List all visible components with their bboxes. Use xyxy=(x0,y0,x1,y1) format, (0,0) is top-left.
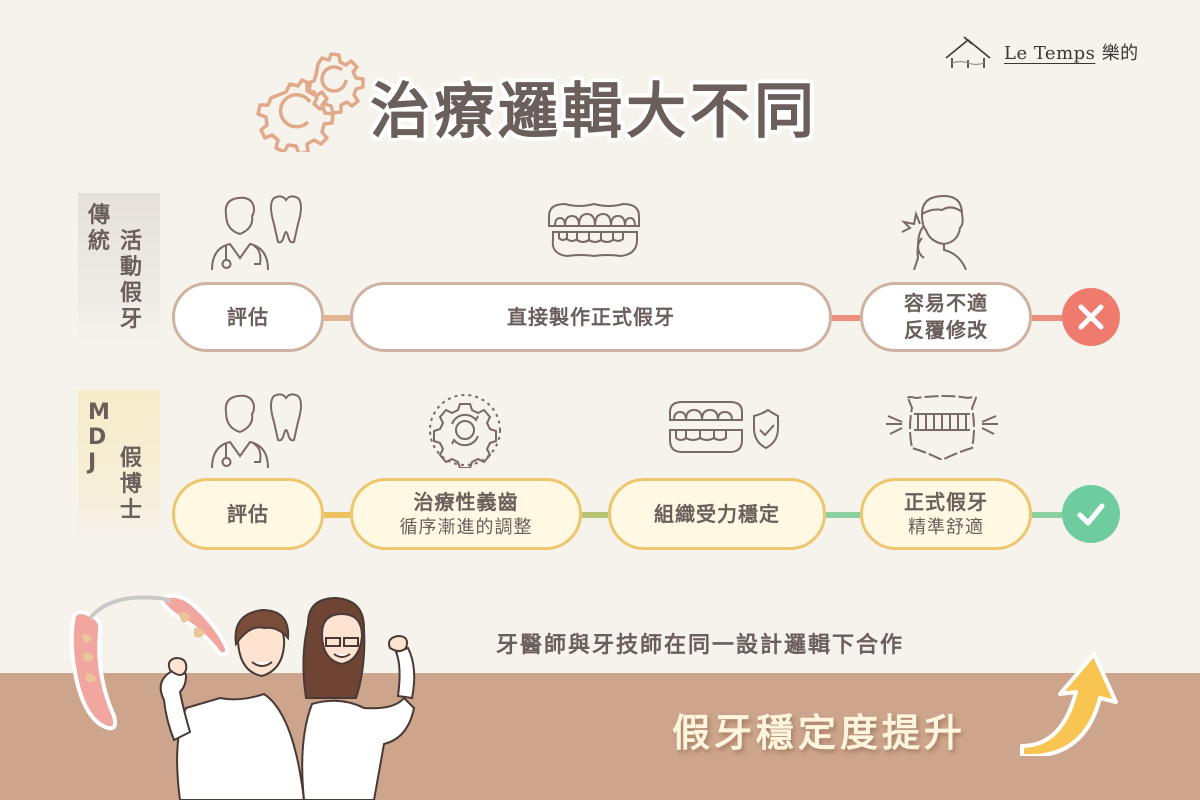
step-evaluate: 評估 xyxy=(172,282,324,352)
toothache-person-icon xyxy=(896,194,980,271)
step-final-denture: 正式假牙 精準舒適 xyxy=(860,478,1032,550)
male-dentist-figure xyxy=(159,608,306,800)
connector xyxy=(324,512,350,518)
brand-name-cn: 樂的 xyxy=(1101,43,1139,64)
step-discomfort: 容易不適 反覆修改 xyxy=(860,282,1032,352)
gear-cycle-icon xyxy=(426,392,504,469)
result-fail-badge xyxy=(1062,288,1120,346)
connector xyxy=(832,315,860,321)
title-block: 治療邏輯大不同 xyxy=(256,52,818,152)
brand-name: Le Temps xyxy=(1004,43,1096,64)
row-label-traditional: 傳 統 活 動 假 牙 xyxy=(78,193,160,343)
connector xyxy=(582,512,608,518)
connector xyxy=(324,315,350,321)
doctor-with-tooth-icon xyxy=(208,192,304,272)
dentists-illustration xyxy=(60,584,480,800)
denture-shield-icon xyxy=(668,400,790,458)
result-success-badge xyxy=(1062,485,1120,543)
page-title: 治療邏輯大不同 xyxy=(370,76,818,147)
gears-icon xyxy=(256,52,365,152)
collaboration-text: 牙醫師與牙技師在同一設計邏輯下合作 xyxy=(496,633,905,658)
check-icon xyxy=(1077,503,1105,526)
step-evaluate: 評估 xyxy=(172,478,324,550)
step-direct-fabrication: 直接製作正式假牙 xyxy=(350,282,832,352)
connector xyxy=(1032,315,1062,321)
doctor-with-tooth-icon xyxy=(208,390,304,470)
partial-denture-image xyxy=(69,593,230,731)
female-dentist-figure xyxy=(301,596,416,800)
row-label-mdj: M D J 假 博 士 xyxy=(78,390,160,538)
upward-arrow-icon xyxy=(1020,652,1118,756)
denture-icon xyxy=(545,198,643,260)
brand-logo: Le Temps 樂的 xyxy=(942,34,1139,70)
connector xyxy=(1032,512,1062,518)
connector xyxy=(826,512,860,518)
step-therapeutic-denture: 治療性義齒 循序漸進的調整 xyxy=(350,478,582,550)
result-headline: 假牙穩定度提升 xyxy=(672,711,967,755)
denture-sparkle-icon xyxy=(886,394,998,462)
cross-icon xyxy=(1078,304,1104,330)
house-logo-icon xyxy=(945,36,991,68)
step-tissue-stable: 組織受力穩定 xyxy=(608,478,826,550)
